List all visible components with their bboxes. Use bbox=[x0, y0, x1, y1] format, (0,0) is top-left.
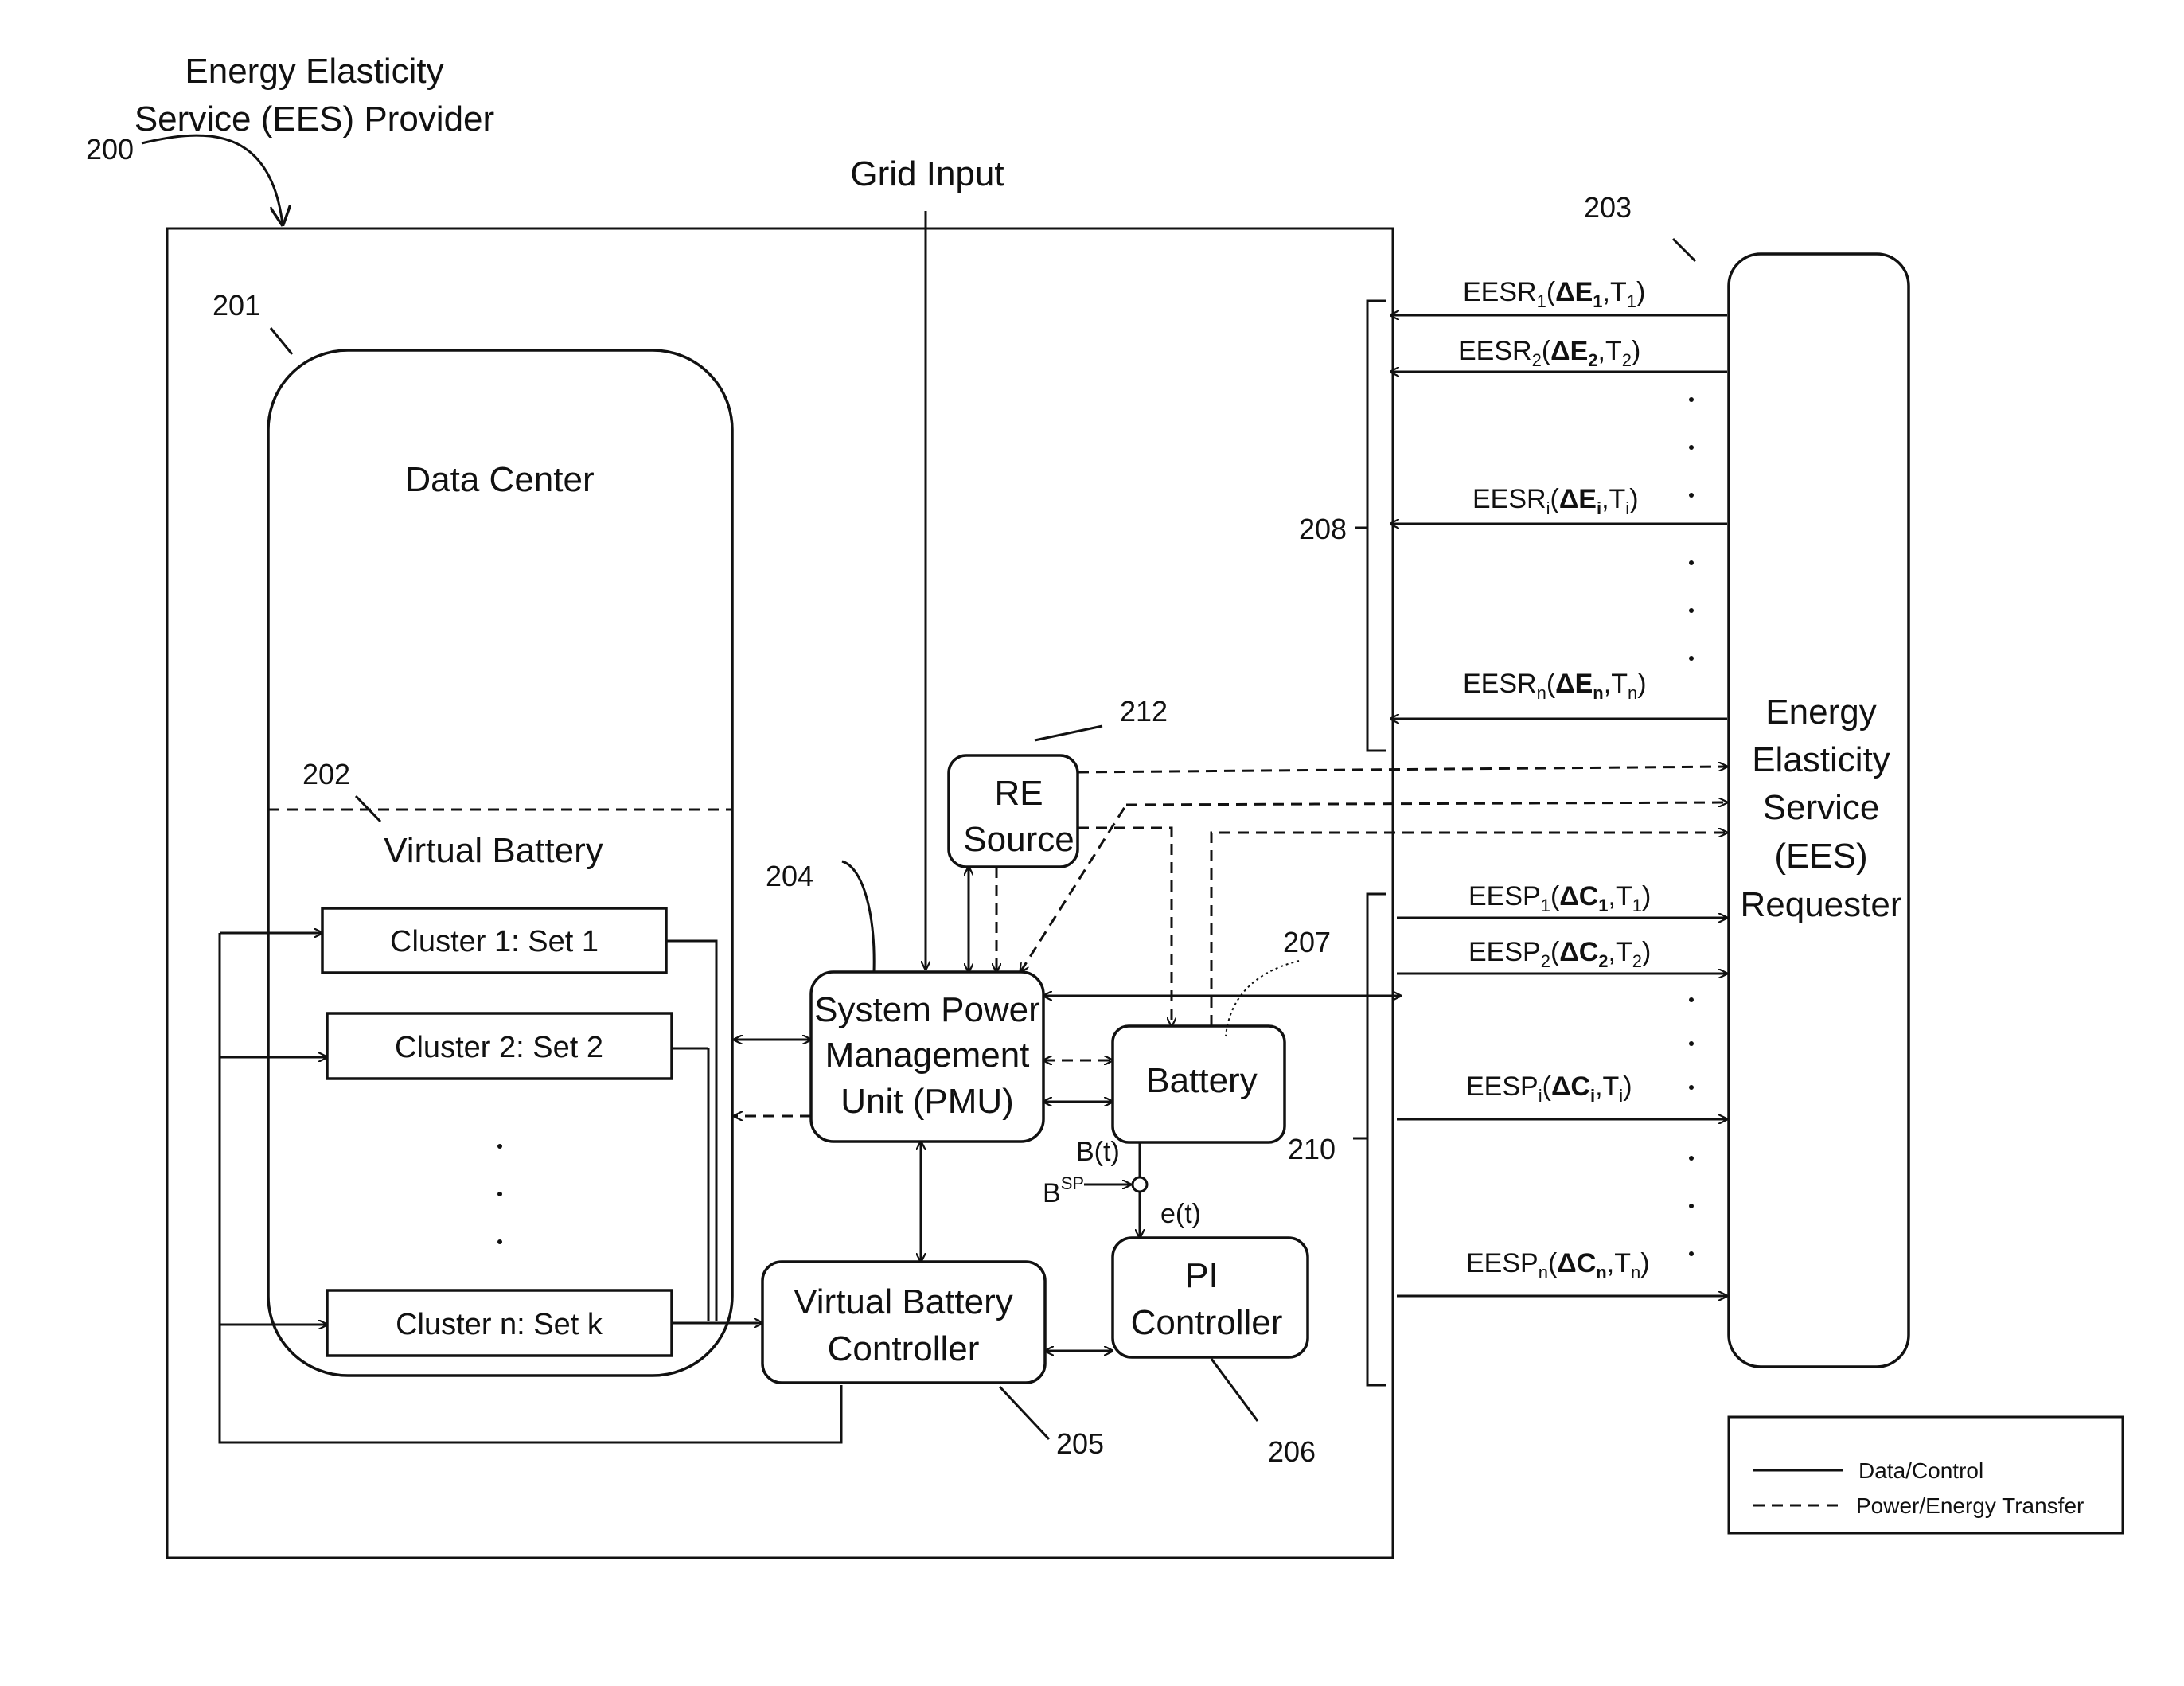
provision-ellipsis-dot bbox=[1689, 1041, 1694, 1046]
request-label-i: EESRi(ΔEi,Ti) bbox=[1472, 484, 1639, 518]
provision-label-i: EESPi(ΔCi,Ti) bbox=[1466, 1071, 1632, 1106]
ref-205: 205 bbox=[1056, 1427, 1104, 1460]
grid-input-label: Grid Input bbox=[850, 154, 1004, 193]
ref-212: 212 bbox=[1120, 695, 1168, 728]
provision-ellipsis-dot bbox=[1689, 1204, 1694, 1208]
requester-label-line-3: Service bbox=[1763, 788, 1880, 827]
provision-label-2: EESP2(ΔC2,T2) bbox=[1468, 937, 1651, 971]
ref-204-leader bbox=[842, 861, 874, 972]
bracket-210 bbox=[1367, 894, 1386, 1385]
ref-206: 206 bbox=[1268, 1435, 1316, 1468]
request-label-2: EESR2(ΔE2,T2) bbox=[1458, 336, 1640, 370]
ref-200: 200 bbox=[86, 133, 134, 166]
requester-label-line-2: Elasticity bbox=[1752, 740, 1890, 779]
bracket-208 bbox=[1367, 301, 1386, 751]
cluster-n-label: Cluster n: Set k bbox=[396, 1308, 603, 1341]
cluster-1-label: Cluster 1: Set 1 bbox=[390, 925, 599, 958]
request-label-n: EESRn(ΔEn,Tn) bbox=[1463, 669, 1647, 703]
provision-label-n: EESPn(ΔCn,Tn) bbox=[1466, 1248, 1650, 1282]
provision-ellipsis-dot bbox=[1689, 1156, 1694, 1161]
pmu-label-line-1: System Power bbox=[814, 990, 1040, 1029]
re-to-requester-power-arrow bbox=[1078, 767, 1727, 772]
bsp-label: BSP bbox=[1043, 1173, 1084, 1208]
legend-solid-label: Data/Control bbox=[1858, 1458, 1983, 1483]
re-source-label-line-2: Source bbox=[963, 820, 1074, 859]
request-ellipsis-dot bbox=[1689, 445, 1694, 450]
ref-200-arrow bbox=[142, 135, 283, 224]
request-ellipsis-dot bbox=[1689, 656, 1694, 661]
ref-203-leader bbox=[1673, 239, 1695, 261]
pmu-label-line-3: Unit (PMU) bbox=[840, 1082, 1014, 1121]
summing-junction bbox=[1133, 1177, 1147, 1192]
request-ellipsis-dot bbox=[1689, 493, 1694, 498]
ref-203: 203 bbox=[1584, 191, 1632, 224]
ref-205-leader bbox=[1000, 1387, 1049, 1439]
request-ellipsis-dot bbox=[1689, 397, 1694, 402]
cluster-ellipsis-dot bbox=[497, 1144, 502, 1149]
request-ellipsis-dot bbox=[1689, 560, 1694, 565]
pi-label-line-2: Controller bbox=[1131, 1303, 1283, 1342]
request-label-1: EESR1(ΔE1,T1) bbox=[1463, 277, 1645, 311]
cluster-2-label: Cluster 2: Set 2 bbox=[395, 1031, 603, 1064]
ref-206-leader bbox=[1211, 1359, 1258, 1421]
ref-212-leader bbox=[1035, 726, 1102, 740]
et-label: e(t) bbox=[1160, 1199, 1201, 1229]
ref-208: 208 bbox=[1299, 513, 1347, 545]
vbc-label-line-1: Virtual Battery bbox=[794, 1282, 1013, 1321]
ref-201: 201 bbox=[213, 289, 260, 322]
requester-label-line-1: Energy bbox=[1765, 693, 1876, 732]
cluster-ellipsis-dot bbox=[497, 1239, 502, 1244]
re-source-label-line-1: RE bbox=[994, 774, 1043, 813]
virtual-battery-label: Virtual Battery bbox=[384, 831, 603, 870]
ref-202: 202 bbox=[302, 758, 350, 790]
cluster-ellipsis-dot bbox=[497, 1192, 502, 1196]
title-line-2: Service (EES) Provider bbox=[135, 100, 494, 139]
pmu-label-line-2: Management bbox=[825, 1036, 1030, 1075]
requester-label-line-5: Requester bbox=[1740, 885, 1901, 924]
request-ellipsis-dot bbox=[1689, 608, 1694, 613]
ref-204: 204 bbox=[766, 860, 813, 892]
provision-ellipsis-dot bbox=[1689, 997, 1694, 1002]
pmu-to-requester-power-arrow bbox=[1126, 802, 1727, 805]
provision-ellipsis-dot bbox=[1689, 1251, 1694, 1256]
vbc-label-line-2: Controller bbox=[828, 1329, 980, 1368]
provision-label-1: EESP1(ΔC1,T1) bbox=[1468, 881, 1651, 915]
data-center-label: Data Center bbox=[405, 460, 594, 499]
provision-ellipsis-dot bbox=[1689, 1085, 1694, 1090]
ref-207: 207 bbox=[1283, 926, 1331, 958]
pi-label-line-1: PI bbox=[1185, 1256, 1219, 1295]
ref-210: 210 bbox=[1288, 1133, 1336, 1165]
ref-201-leader bbox=[271, 328, 292, 354]
legend-dashed-label: Power/Energy Transfer bbox=[1856, 1493, 2084, 1518]
bt-label: B(t) bbox=[1076, 1137, 1120, 1167]
requester-label-line-4: (EES) bbox=[1774, 837, 1867, 876]
title-line-1: Energy Elasticity bbox=[185, 52, 443, 91]
battery-label: Battery bbox=[1146, 1061, 1257, 1100]
